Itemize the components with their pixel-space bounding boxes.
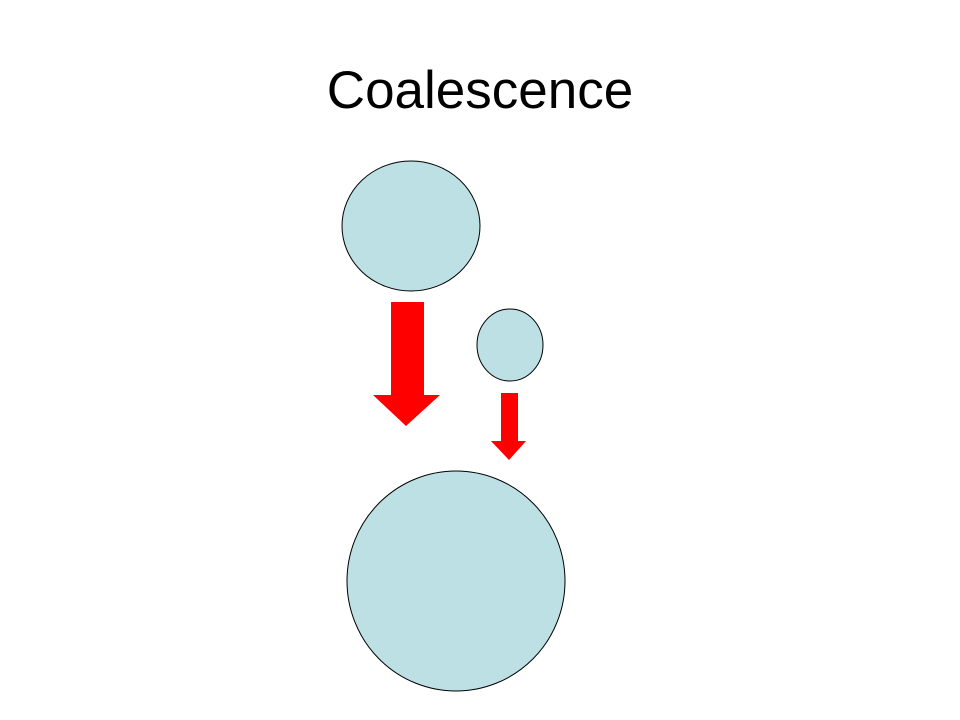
small-droplet [476, 308, 544, 382]
small-droplet-arrow-icon [491, 393, 526, 460]
merged-droplet [346, 470, 566, 692]
slide-title: Coalescence [326, 61, 634, 120]
large-droplet [341, 160, 481, 292]
large-droplet-arrow-icon [373, 302, 440, 426]
